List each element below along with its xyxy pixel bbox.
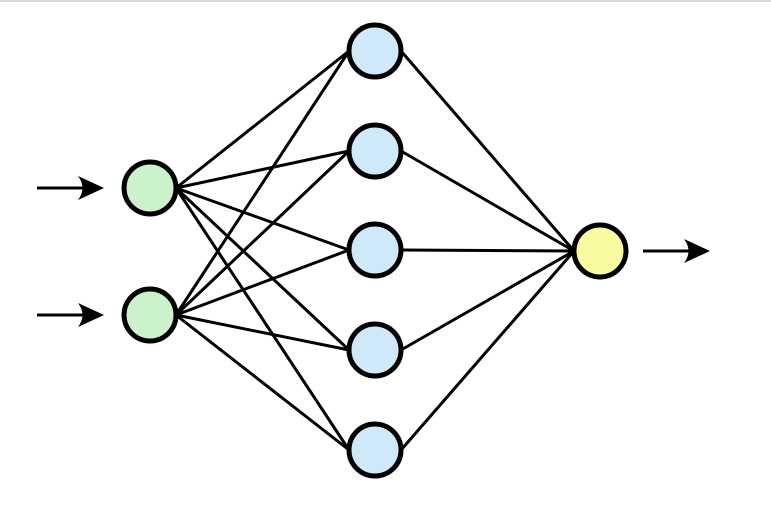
hidden-2-node <box>346 122 404 180</box>
input-arrow-1-head-icon <box>78 176 104 200</box>
connection-hidden-2-to-output-1 <box>399 149 576 253</box>
connection-input-2-to-hidden-1 <box>174 49 351 317</box>
connection-input-1-to-hidden-1 <box>174 49 351 190</box>
input-1-node <box>121 159 179 217</box>
connection-input-1-to-hidden-2 <box>174 149 351 190</box>
hidden-3-node <box>346 221 404 279</box>
top-edge-divider <box>0 0 771 2</box>
connection-input-2-to-hidden-4 <box>174 313 351 352</box>
connection-hidden-4-to-output-1 <box>399 249 576 352</box>
output-arrow-head-icon <box>684 239 710 263</box>
output-1-node <box>571 222 629 280</box>
connection-hidden-3-to-output-1 <box>399 248 576 253</box>
connection-hidden-1-to-output-1 <box>399 49 576 253</box>
input-arrow-2-head-icon <box>78 303 104 327</box>
connection-input-2-to-hidden-3 <box>174 248 351 317</box>
hidden-4-node <box>346 321 404 379</box>
connection-input-1-to-hidden-5 <box>174 186 351 452</box>
connection-hidden-5-to-output-1 <box>399 249 576 452</box>
connection-input-2-to-hidden-5 <box>174 313 351 452</box>
connection-input-1-to-hidden-3 <box>174 186 351 252</box>
hidden-5-node <box>346 421 404 479</box>
input-2-node <box>121 286 179 344</box>
hidden-1-node <box>346 22 404 80</box>
connection-input-2-to-hidden-2 <box>174 149 351 317</box>
connection-input-1-to-hidden-4 <box>174 186 351 352</box>
